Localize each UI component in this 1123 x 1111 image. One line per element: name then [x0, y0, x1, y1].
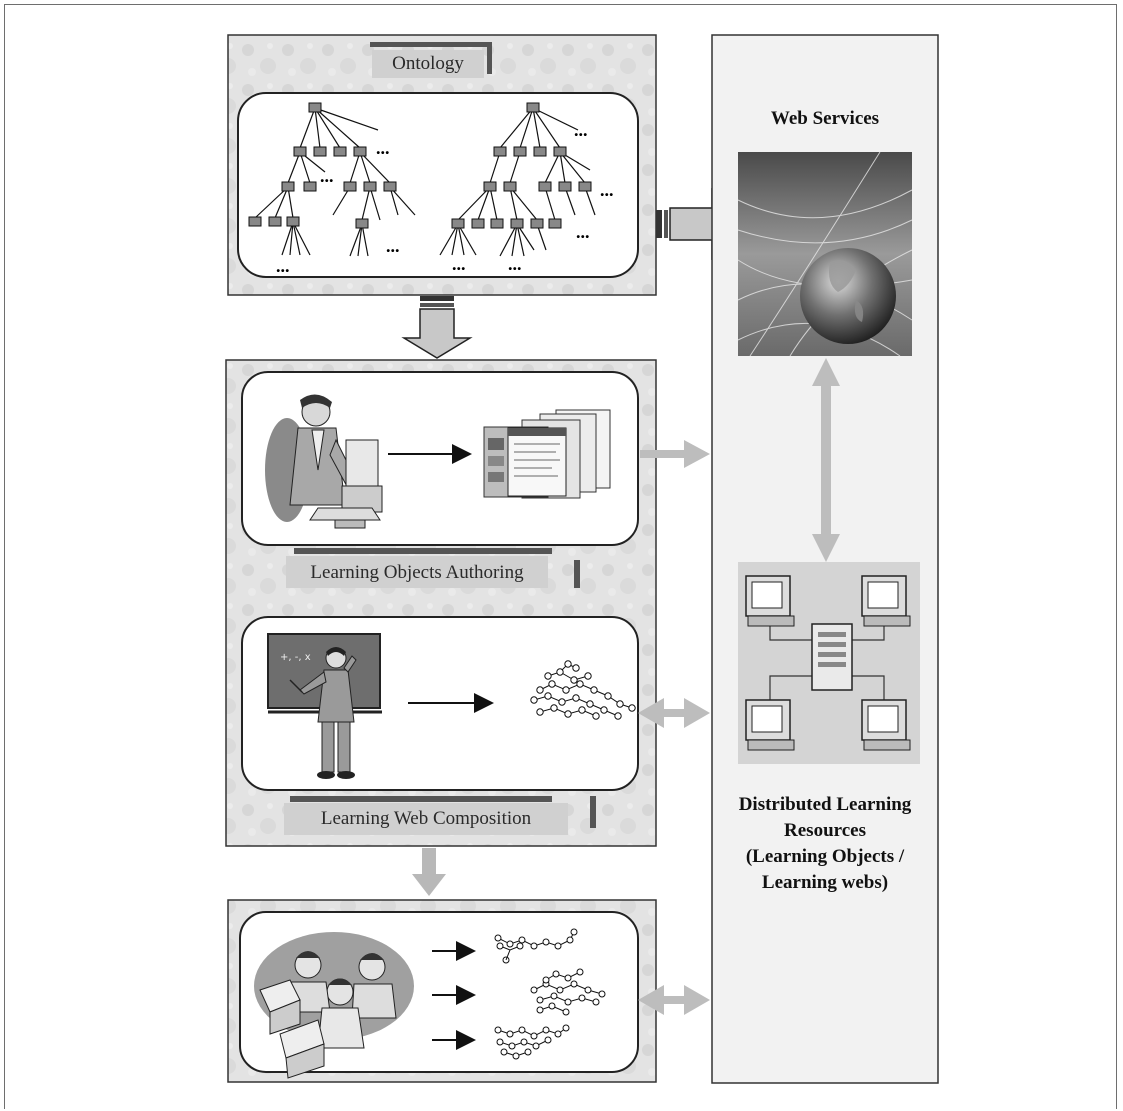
ellipsis: ... [576, 222, 590, 242]
ellipsis: ... [386, 236, 400, 256]
web-services-label: Web Services [770, 108, 880, 129]
arrow-globe-network [812, 358, 840, 562]
learning-web-icon [530, 968, 606, 1016]
learning-web-icon [530, 660, 636, 720]
computer-bottom-right [861, 699, 911, 751]
ontology-tree-right-nodes [451, 102, 592, 229]
ontology-tree-left-nodes [248, 102, 397, 229]
distributed-resources-label: Distributed Learning Resources (Learning… [712, 792, 938, 896]
ontology-label: Ontology [392, 53, 464, 74]
ellipsis: ... [452, 254, 466, 274]
computer-bottom-left [745, 699, 795, 751]
composition-label: Learning Web Composition [320, 808, 532, 829]
author-at-computer-icon [265, 394, 383, 529]
learning-web-icon [494, 928, 578, 964]
computer-top-left [745, 575, 795, 627]
ellipsis: ... [574, 120, 588, 140]
teacher-at-board-icon: +, -, x [267, 633, 382, 779]
figure-frame [4, 4, 1117, 1109]
distributed-line-4: Learning webs) [761, 872, 889, 893]
distributed-line-2: Resources [784, 820, 866, 841]
learners-group-icon [254, 932, 414, 1079]
arrow-to-learners [412, 848, 446, 896]
computer-top-right [861, 575, 911, 627]
arrow-composition-resources [638, 698, 710, 728]
web-pages-icon [483, 409, 611, 499]
ontology-tree-left [254, 107, 416, 257]
arrow-to-authoring [401, 296, 473, 359]
svg-text:+, -, x: +, -, x [280, 652, 311, 663]
arrow-authoring-to-resources [640, 440, 710, 468]
ellipsis: ... [376, 138, 390, 158]
server-icon [811, 623, 853, 691]
learning-web-icon [494, 1024, 570, 1060]
globe-icon [737, 151, 913, 357]
authoring-label: Learning Objects Authoring [310, 562, 524, 583]
ellipsis: ... [600, 180, 614, 200]
ellipsis: ... [508, 254, 522, 274]
ontology-tree-right [439, 107, 596, 257]
distributed-line-3: (Learning Objects / [745, 846, 905, 867]
ellipsis: ... [320, 166, 334, 186]
ellipsis: ... [276, 256, 290, 276]
composition-label-box [284, 796, 596, 835]
ontology-label-box [370, 42, 492, 78]
authoring-label-box [286, 548, 580, 588]
distributed-line-1: Distributed Learning [738, 794, 912, 815]
arrow-learners-resources [638, 985, 710, 1015]
